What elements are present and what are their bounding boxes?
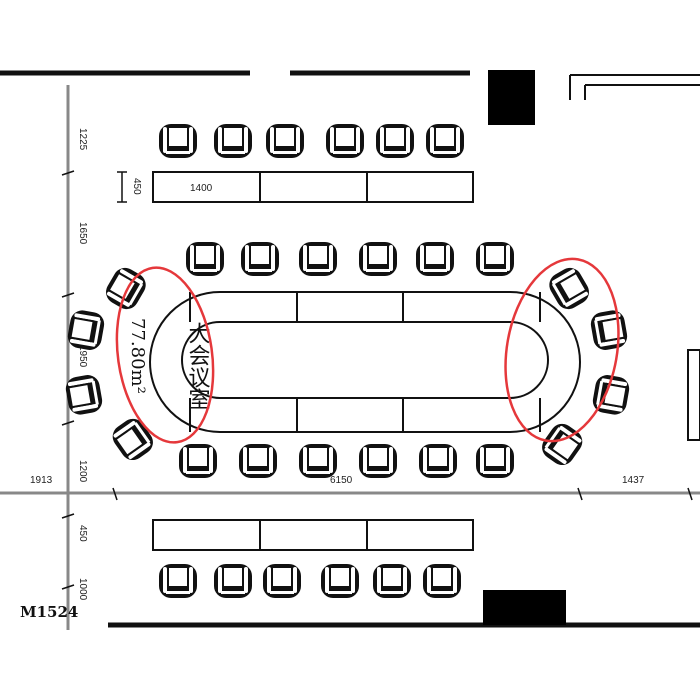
chair-icon xyxy=(359,242,397,276)
dimension-labels: 1225 450 1650 1950 1200 450 1000 1913 61… xyxy=(30,128,645,601)
front-table-bottom xyxy=(152,519,474,551)
chair-icon xyxy=(299,444,337,478)
chair-icon xyxy=(179,444,217,478)
table-width-label: 1400 xyxy=(190,183,213,194)
dim-1000: 1000 xyxy=(77,578,88,601)
dim-450-top: 450 xyxy=(131,178,142,195)
chair-icon xyxy=(112,418,153,461)
front-table-top xyxy=(152,171,474,203)
markup-left xyxy=(115,266,215,444)
dim-1200: 1200 xyxy=(77,460,88,483)
dim-1950: 1950 xyxy=(77,345,88,368)
chair-icon xyxy=(65,375,103,415)
markup-right xyxy=(504,257,620,443)
dim-450-bottom: 450 xyxy=(77,525,88,542)
dim-1913: 1913 xyxy=(30,475,53,486)
chair-icon xyxy=(159,124,197,158)
chair-icon xyxy=(263,564,301,598)
chair-icon xyxy=(549,267,589,310)
column-bottom xyxy=(483,590,566,625)
chair-icon xyxy=(542,423,583,466)
chair-icon xyxy=(239,444,277,478)
dim-1650: 1650 xyxy=(77,222,88,245)
column-top xyxy=(488,70,535,125)
markup-circles xyxy=(115,257,620,444)
chair-icon xyxy=(214,124,252,158)
dimension-ticks xyxy=(61,170,693,590)
room-area: 77.80m² xyxy=(127,318,148,394)
conference-table xyxy=(149,291,581,433)
dim-6150: 6150 xyxy=(330,475,353,486)
chair-icon xyxy=(373,564,411,598)
chair-icon xyxy=(321,564,359,598)
chair-icon xyxy=(159,564,197,598)
chair-icon xyxy=(476,444,514,478)
chair-icon xyxy=(186,242,224,276)
chair-icon xyxy=(416,242,454,276)
chair-icon xyxy=(376,124,414,158)
chair-icon xyxy=(214,564,252,598)
dim-1225: 1225 xyxy=(77,128,88,151)
chair-icon xyxy=(67,310,105,350)
room-name: 大会议室 xyxy=(185,322,211,410)
chairs xyxy=(65,124,630,598)
chair-icon xyxy=(241,242,279,276)
dim-1437: 1437 xyxy=(622,475,645,486)
walls xyxy=(0,70,700,628)
chair-icon xyxy=(590,310,628,350)
dimension-lines xyxy=(0,85,700,630)
chair-icon xyxy=(592,375,630,415)
chair-icon xyxy=(326,124,364,158)
chair-icon xyxy=(359,444,397,478)
chair-icon xyxy=(423,564,461,598)
chair-icon xyxy=(426,124,464,158)
door-tag: M1524 xyxy=(20,603,78,621)
chair-icon xyxy=(476,242,514,276)
chair-icon xyxy=(299,242,337,276)
chair-icon xyxy=(419,444,457,478)
chair-icon xyxy=(266,124,304,158)
